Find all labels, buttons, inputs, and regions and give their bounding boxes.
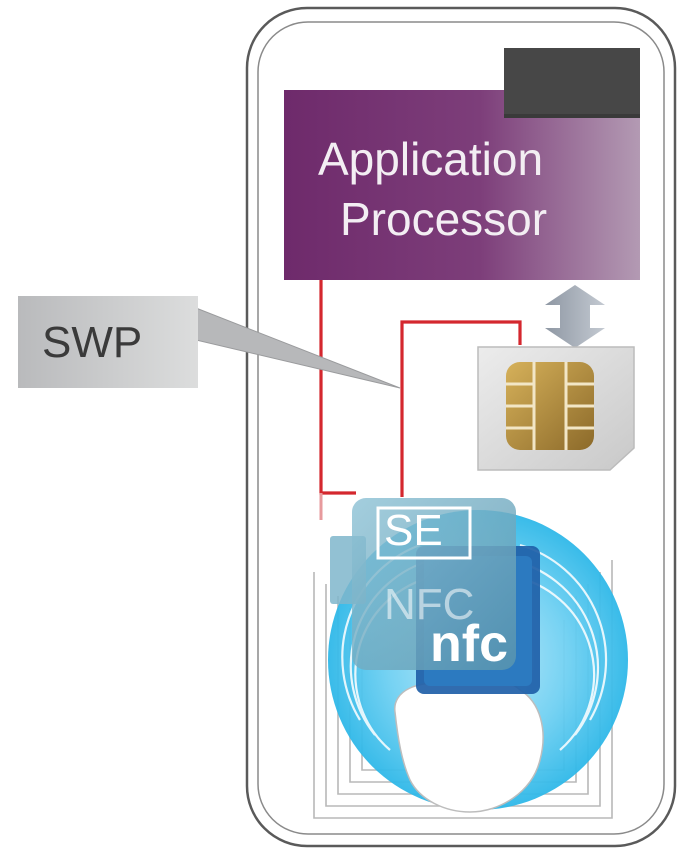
swp-label: SWP xyxy=(42,318,143,367)
application-processor-label-line2: Processor xyxy=(340,193,548,245)
swp-callout xyxy=(18,296,401,389)
se-box xyxy=(376,506,472,560)
se-nfc-chip xyxy=(330,498,516,670)
application-processor-label-line1: Application xyxy=(318,133,544,185)
nfc-logo-label: nfc xyxy=(430,615,508,673)
sim-card xyxy=(477,346,635,471)
processor-dark-module xyxy=(504,48,640,118)
swp-callout-box xyxy=(18,296,198,388)
se-label: SE xyxy=(384,506,443,555)
nfc-chip-label: NFC xyxy=(384,580,475,629)
wire-sim-to-chip xyxy=(400,320,522,497)
processor-dark-module-edge xyxy=(504,114,640,118)
bidirectional-arrow xyxy=(545,285,605,348)
sim-chip-lines xyxy=(506,362,594,450)
application-processor-block xyxy=(284,90,640,280)
chip-body xyxy=(352,498,516,670)
phone-inner-outline xyxy=(257,21,665,835)
